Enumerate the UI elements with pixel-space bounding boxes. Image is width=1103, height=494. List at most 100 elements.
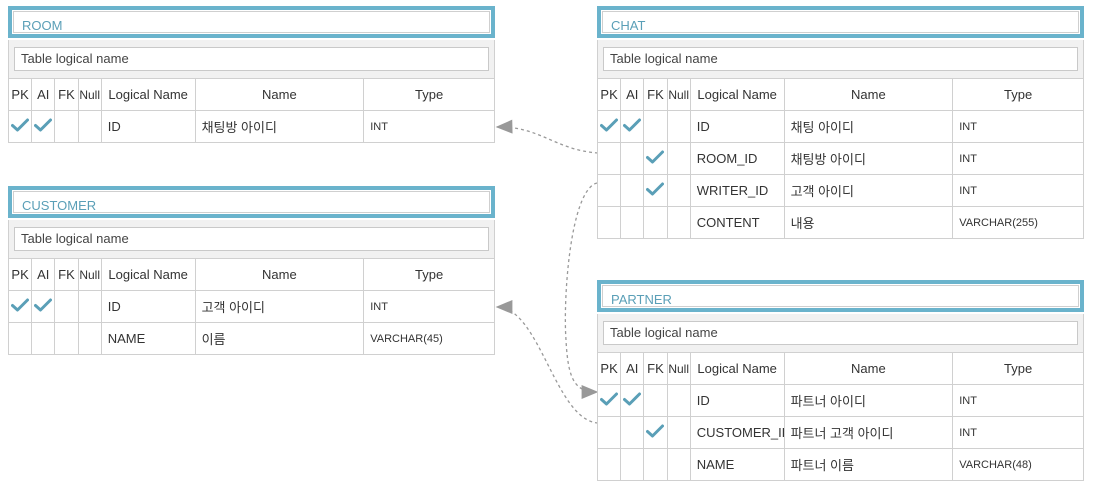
fk-cell[interactable]: [643, 448, 668, 481]
relation-chat-customer[interactable]: [564, 182, 599, 399]
table-logical-name-input[interactable]: Table logical name: [14, 47, 489, 71]
type-cell[interactable]: INT: [363, 290, 495, 323]
type-cell[interactable]: VARCHAR(45): [363, 322, 495, 355]
ai-cell[interactable]: [620, 416, 645, 449]
pk-cell[interactable]: [596, 174, 622, 207]
ai-cell[interactable]: [620, 384, 645, 417]
logical-name-header: Logical Name: [689, 352, 785, 385]
logical-name-cell[interactable]: NAME: [689, 448, 785, 481]
name-cell[interactable]: 고객 아이디: [194, 290, 365, 323]
check-icon: [11, 298, 30, 315]
null-cell[interactable]: [666, 110, 691, 143]
logical-name-cell[interactable]: WRITER_ID: [689, 174, 785, 207]
entity-title-box[interactable]: CHAT: [597, 6, 1084, 38]
pk-cell[interactable]: [7, 290, 33, 323]
logical-name-cell[interactable]: CUSTOMER_ID: [689, 416, 785, 449]
name-cell[interactable]: 고객 아이디: [783, 174, 954, 207]
pk-cell[interactable]: [596, 110, 622, 143]
type-cell[interactable]: INT: [952, 416, 1084, 449]
fk-cell[interactable]: [54, 110, 79, 143]
type-cell[interactable]: VARCHAR(48): [952, 448, 1084, 481]
name-cell[interactable]: 채팅 아이디: [783, 110, 954, 143]
pk-cell[interactable]: [596, 448, 622, 481]
type-cell[interactable]: INT: [363, 110, 495, 143]
type-cell[interactable]: INT: [952, 174, 1084, 207]
type-header: Type: [952, 352, 1084, 385]
type-cell[interactable]: INT: [952, 110, 1084, 143]
fk-cell[interactable]: [54, 290, 79, 323]
null-cell[interactable]: [666, 448, 691, 481]
name-cell[interactable]: 채팅방 아이디: [194, 110, 365, 143]
ai-cell[interactable]: [620, 174, 645, 207]
fk-cell[interactable]: [643, 384, 668, 417]
type-cell[interactable]: INT: [952, 384, 1084, 417]
entity-title: CUSTOMER: [22, 198, 97, 213]
null-cell[interactable]: [77, 322, 102, 355]
fk-cell[interactable]: [643, 206, 668, 239]
ai-cell[interactable]: [31, 322, 56, 355]
logical-name-cell[interactable]: ID: [689, 384, 785, 417]
fk-header: FK: [643, 78, 668, 111]
logical-name-cell[interactable]: ID: [689, 110, 785, 143]
table-logical-name-input[interactable]: Table logical name: [603, 47, 1078, 71]
logical-name-cell[interactable]: CONTENT: [689, 206, 785, 239]
pk-cell[interactable]: [596, 416, 622, 449]
logical-name-cell[interactable]: ID: [100, 290, 196, 323]
name-cell[interactable]: 이름: [194, 322, 365, 355]
null-cell[interactable]: [666, 174, 691, 207]
entity-title-box[interactable]: CUSTOMER: [8, 186, 495, 218]
fk-cell[interactable]: [643, 142, 668, 175]
logical-name-cell[interactable]: ROOM_ID: [689, 142, 785, 175]
type-cell[interactable]: VARCHAR(255): [952, 206, 1084, 239]
name-cell[interactable]: 내용: [783, 206, 954, 239]
fk-cell[interactable]: [643, 110, 668, 143]
ai-cell[interactable]: [620, 142, 645, 175]
entity-title-box[interactable]: PARTNER: [597, 280, 1084, 312]
pk-cell[interactable]: [7, 322, 33, 355]
ai-cell[interactable]: [620, 448, 645, 481]
logical-name-cell[interactable]: NAME: [100, 322, 196, 355]
pk-cell[interactable]: [596, 384, 622, 417]
null-cell[interactable]: [666, 384, 691, 417]
logical-name-cell[interactable]: ID: [100, 110, 196, 143]
name-cell[interactable]: 채팅방 아이디: [783, 142, 954, 175]
relation-chat-room[interactable]: [495, 119, 599, 154]
fk-cell[interactable]: [54, 322, 79, 355]
null-cell[interactable]: [666, 142, 691, 175]
null-cell[interactable]: [77, 290, 102, 323]
fk-cell[interactable]: [643, 416, 668, 449]
entity-title-box[interactable]: ROOM: [8, 6, 495, 38]
type-cell[interactable]: INT: [952, 142, 1084, 175]
name-cell[interactable]: 파트너 고객 아이디: [783, 416, 954, 449]
ai-cell[interactable]: [31, 290, 56, 323]
name-cell[interactable]: 파트너 이름: [783, 448, 954, 481]
ai-cell[interactable]: [31, 110, 56, 143]
null-cell[interactable]: [77, 110, 102, 143]
pk-cell[interactable]: [596, 142, 622, 175]
fk-cell[interactable]: [643, 174, 668, 207]
ai-cell[interactable]: [620, 110, 645, 143]
ai-cell[interactable]: [620, 206, 645, 239]
name-cell[interactable]: 파트너 아이디: [783, 384, 954, 417]
null-cell[interactable]: [666, 416, 691, 449]
relation-partner-customer[interactable]: [495, 300, 599, 424]
table-logical-name-input[interactable]: Table logical name: [14, 227, 489, 251]
null-cell[interactable]: [666, 206, 691, 239]
pk-cell[interactable]: [596, 206, 622, 239]
pk-cell[interactable]: [7, 110, 33, 143]
table-logical-name-input[interactable]: Table logical name: [603, 321, 1078, 345]
